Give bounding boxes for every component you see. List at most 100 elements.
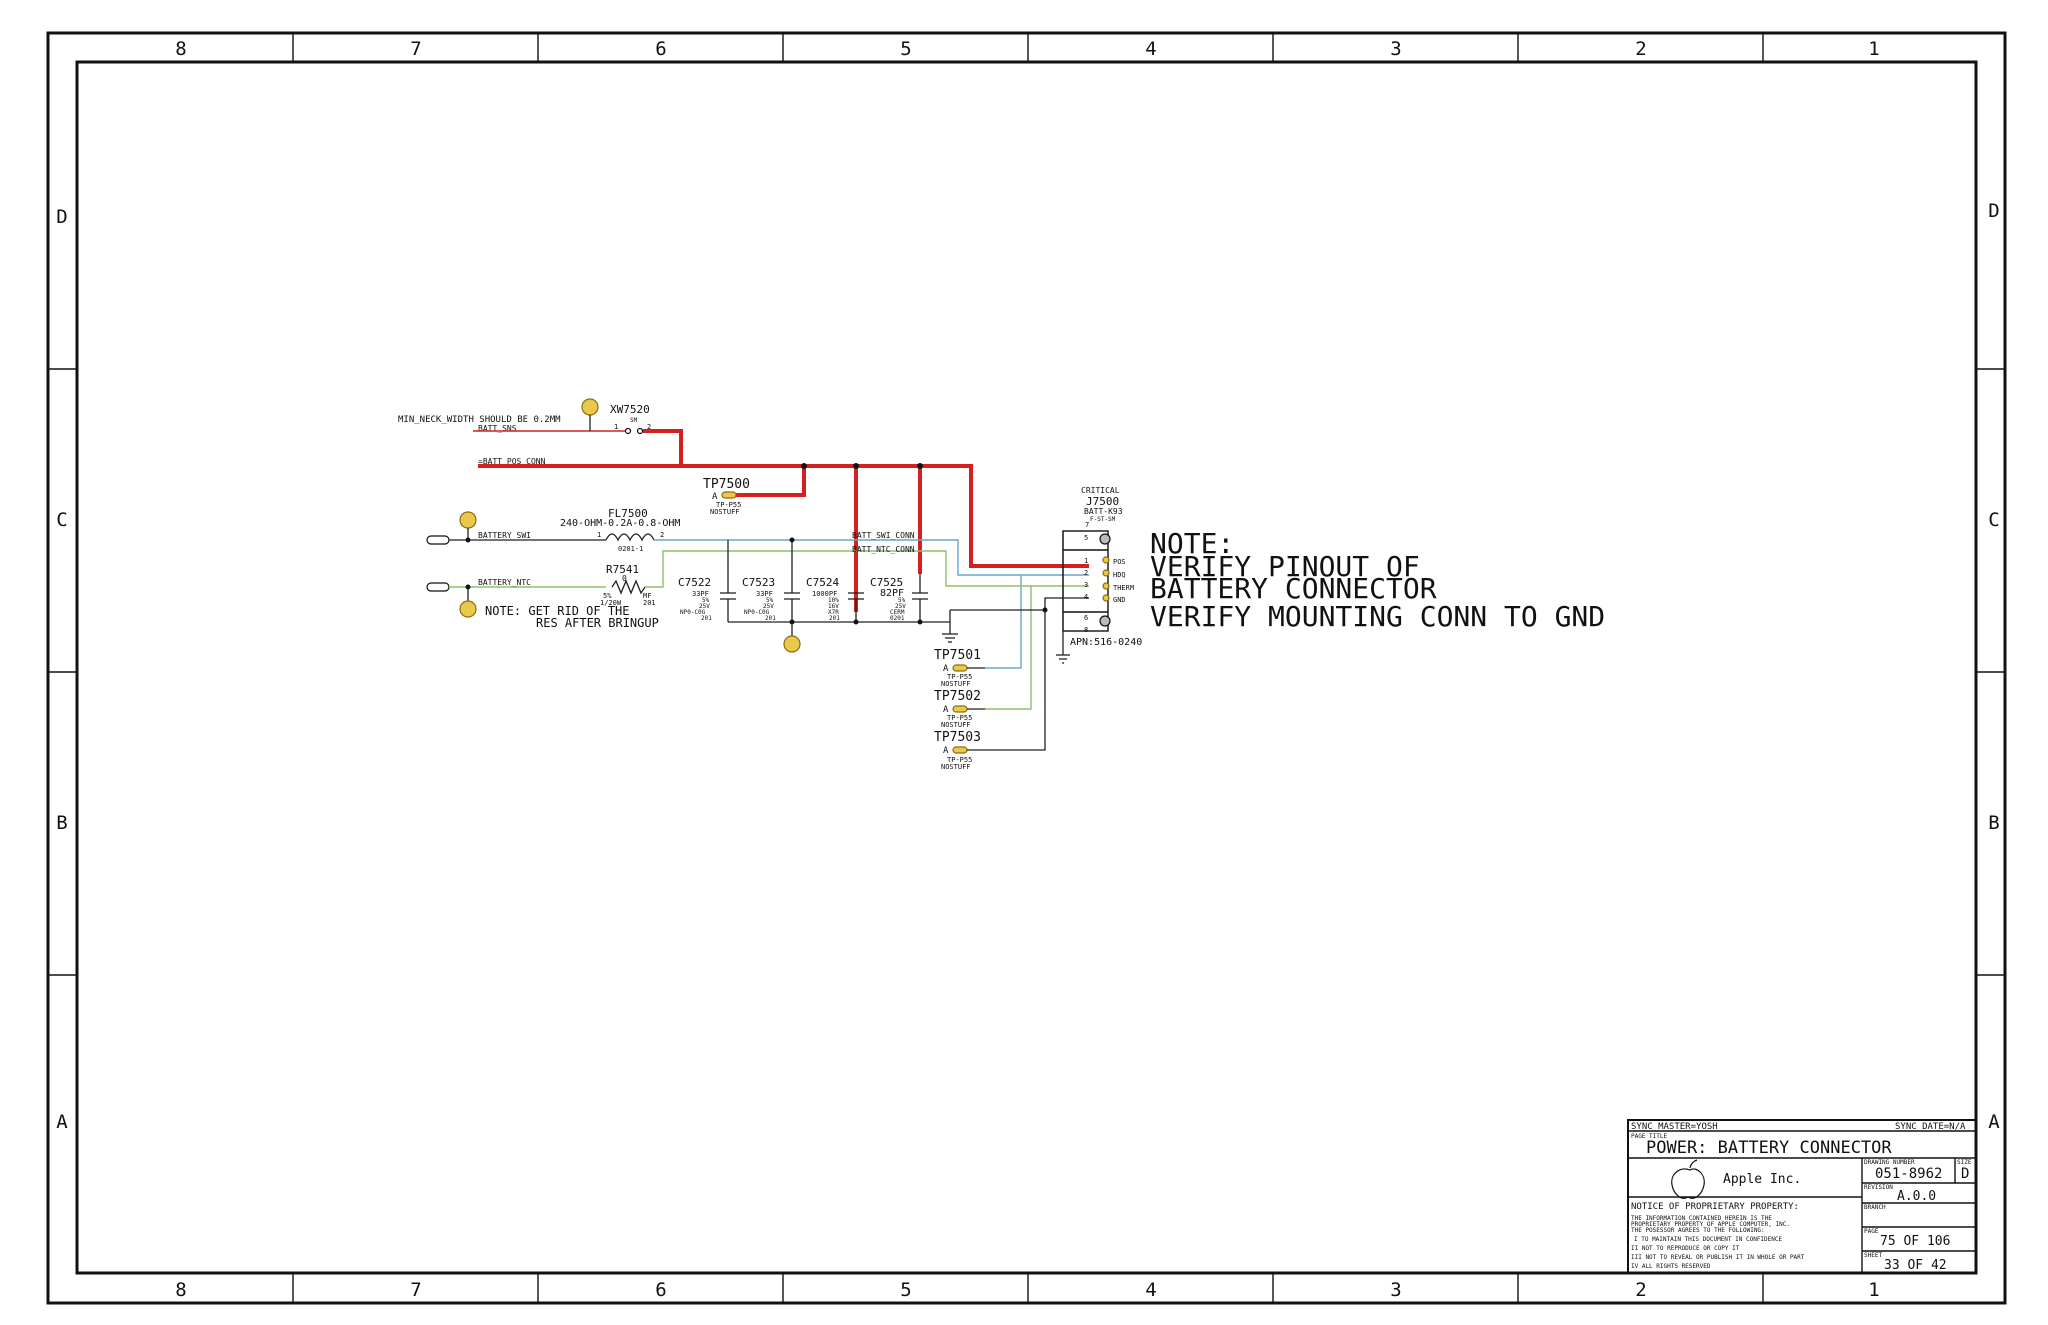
c7522-ref: C7522 (678, 576, 711, 589)
j7500-pin-4: 4 (1084, 593, 1088, 601)
r7541-value: 0 (622, 574, 627, 583)
tp7503-ref: TP7503 (934, 730, 981, 745)
tp7500-stuff: NOSTUFF (710, 508, 740, 516)
c7523-tol: 5% (766, 597, 774, 604)
col-label-bottom: 3 (1390, 1279, 1401, 1301)
tp-marker-icon (459, 600, 477, 618)
xw7520-pin1-num: 1 (614, 423, 618, 431)
row-label-left: B (56, 812, 67, 834)
tp7500-ref: TP7500 (703, 477, 750, 492)
batt-ntc-conn-label: BATT_NTC_CONN (852, 545, 915, 554)
tp7501-stuff: NOSTUFF (941, 680, 971, 688)
j7500-apn: APN:516-0240 (1070, 637, 1142, 648)
notice-line: III NOT TO REVEAL OR PUBLISH IT IN WHOLE… (1631, 1254, 1805, 1261)
size-value: D (1961, 1166, 1969, 1182)
battery-swi-label: BATTERY_SWI (478, 531, 531, 540)
c7524-volt: 16V (828, 603, 839, 610)
j7500-connector: CRITICAL J7500 BATT-K93 F-ST-SM 7 5 1 2 … (1056, 486, 1142, 664)
battery-ntc-port-icon (426, 582, 450, 592)
col-label-top: 3 (1390, 38, 1401, 60)
xw7520-ref: XW7520 (610, 403, 650, 416)
battery-ntc-label: BATTERY_NTC (478, 578, 531, 587)
col-label-top: 7 (410, 38, 421, 60)
j7500-pin-5: 5 (1084, 534, 1088, 542)
col-label-bottom: 2 (1635, 1279, 1646, 1301)
c7524-tol: 10% (828, 597, 839, 604)
j7500-pin-1: 1 (1084, 557, 1088, 565)
batt-pos-conn-label: =BATT_POS_CONN (478, 457, 546, 466)
row-label-left: C (56, 509, 67, 531)
j7500-pin-6: 6 (1084, 614, 1088, 622)
c7525-value: 82PF (880, 588, 904, 599)
row-label-left: A (56, 1111, 68, 1133)
c7524-ref: C7524 (806, 576, 839, 589)
c7522-tol: 5% (702, 597, 710, 604)
j7500-critical: CRITICAL (1081, 486, 1120, 495)
c7524-diel: X7R (828, 609, 839, 616)
row-label-right: D (1988, 200, 1999, 222)
c7522-diel: NP0-C0G (680, 609, 706, 616)
col-label-top: 4 (1145, 38, 1156, 60)
batt-swi-conn-label: BATT_SWI_CONN (852, 531, 915, 540)
batt-pos-net (478, 463, 1089, 612)
tp-marker-icon (459, 511, 477, 529)
tp7500: TP7500 A TP-P55 NOSTUFF (703, 477, 750, 516)
row-label-right: C (1988, 509, 1999, 531)
test-points: TP7501 A TP-P55 NOSTUFF TP7502 A TP-P55 … (934, 610, 1046, 771)
j7500-pin-name-hdq: HDQ (1113, 571, 1126, 579)
res-note-line2: RES AFTER BRINGUP (536, 616, 659, 630)
xw7520-pin1 (624, 427, 632, 435)
fl7500-ref: FL7500 (608, 507, 648, 520)
sheet-value: 33 OF 42 (1884, 1258, 1947, 1273)
j7500-pin-name-gnd: GND (1113, 596, 1126, 604)
tp7503-pin: A (943, 746, 949, 756)
size-label: SIZE (1957, 1159, 1972, 1166)
xw7520-pin2-num: 2 (647, 423, 651, 431)
inductor-icon (605, 533, 655, 542)
j7500-pin-name-therm: THERM (1113, 584, 1134, 592)
sheet-label: SHEET (1864, 1252, 1882, 1259)
ground-symbol-icon (1056, 654, 1070, 664)
j7500-ref: J7500 (1086, 495, 1119, 508)
sync-master: SYNC_MASTER=YOSH (1631, 1122, 1718, 1132)
c7524-value: 1000PF (812, 590, 837, 598)
c7523-ref: C7523 (742, 576, 775, 589)
drawing-frame: 8 7 6 5 4 3 2 1 8 7 6 5 4 3 2 1 D C B A … (46, 31, 2007, 1305)
page-title: POWER: BATTERY CONNECTOR (1646, 1138, 1892, 1158)
apple-logo-icon (1671, 1159, 1705, 1199)
tp7502-stuff: NOSTUFF (941, 721, 971, 729)
tp-marker-icon (783, 635, 801, 653)
battery-swi-port-icon (426, 535, 450, 545)
row-label-right: B (1988, 812, 1999, 834)
notice-line: THE POSESSOR AGREES TO THE FOLLOWING: (1631, 1227, 1765, 1234)
fl7500-pkg: 0201-1 (618, 545, 643, 553)
note-line-2: VERIFY PINOUT OF (1150, 550, 1420, 583)
c7523-value: 33PF (756, 590, 773, 598)
page-title-label: PAGE TITLE (1631, 1133, 1668, 1140)
branch-label: BRANCH (1864, 1204, 1886, 1211)
j7500-pin-2: 2 (1084, 569, 1088, 577)
tp7500-pin: A (712, 492, 718, 502)
notice-line: IV ALL RIGHTS RESERVED (1631, 1263, 1711, 1270)
col-label-bottom: 4 (1145, 1279, 1156, 1301)
tp7502-pin: A (943, 705, 949, 715)
note-line-1: NOTE: (1150, 527, 1234, 560)
j7500-pin-name-pos: POS (1113, 558, 1126, 566)
col-label-top: 6 (655, 38, 666, 60)
fl7500-pin2: 2 (660, 531, 664, 539)
r7541-tol: 5% (603, 592, 612, 600)
j7500-pin-3: 3 (1084, 581, 1088, 589)
tp7501-ref: TP7501 (934, 648, 981, 663)
res-note-line1: NOTE: GET RID OF THE (485, 604, 630, 618)
notice-line: II NOT TO REPRODUCE OR COPY IT (1631, 1245, 1740, 1252)
page-value: 75 OF 106 (1880, 1234, 1950, 1249)
col-label-bottom: 8 (175, 1279, 186, 1301)
resistor-icon (611, 579, 646, 595)
c7525-volt: 25V (895, 603, 906, 610)
col-label-top: 8 (175, 38, 186, 60)
title-block: SYNC_MASTER=YOSH SYNC_DATE=N/A PAGE TITL… (1627, 1119, 1977, 1274)
c7524-pkg: 201 (829, 615, 840, 622)
c7523-volt: 25V (763, 603, 774, 610)
revision-value: A.0.0 (1897, 1189, 1936, 1204)
